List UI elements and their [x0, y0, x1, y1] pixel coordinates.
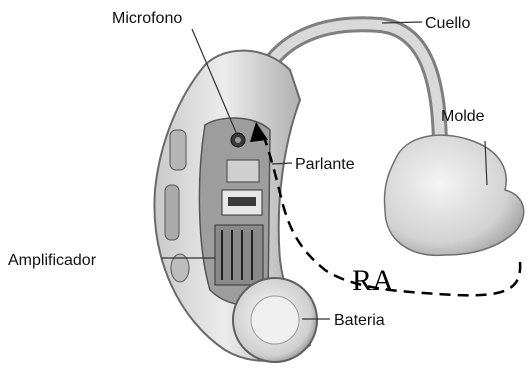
label-microfono: Microfono: [112, 10, 182, 27]
label-parlante: Parlante: [295, 156, 355, 173]
label-bateria: Bateria: [334, 312, 385, 329]
label-cuello: Cuello: [425, 15, 470, 32]
label-amplificador: Amplificador: [8, 252, 97, 269]
label-ra: RA: [352, 264, 394, 297]
ear-mold: [384, 135, 523, 255]
label-molde: Molde: [441, 108, 485, 125]
battery: [233, 278, 317, 362]
